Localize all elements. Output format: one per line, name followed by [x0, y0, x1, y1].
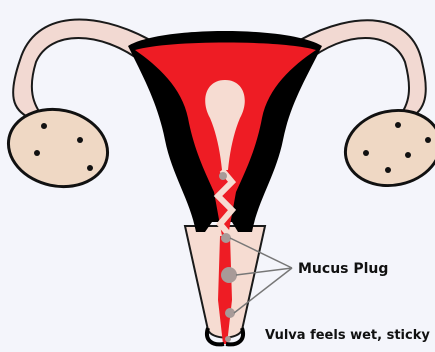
right-fallopian-tube	[300, 20, 426, 118]
mucus-plug-label: Mucus Plug	[298, 261, 388, 277]
right-ovary	[338, 102, 435, 194]
follicle	[425, 137, 431, 143]
follicle	[363, 150, 369, 156]
mucus-blob	[225, 308, 235, 318]
follicle	[405, 152, 411, 158]
follicle	[41, 123, 47, 129]
follicle	[77, 137, 83, 143]
left-ovary	[1, 100, 115, 195]
mucus-blob	[219, 172, 227, 180]
follicle	[87, 165, 93, 171]
mucus-blob	[221, 233, 231, 243]
follicle	[34, 150, 40, 156]
mucus-blob	[225, 336, 231, 342]
left-fallopian-tube	[13, 20, 150, 118]
follicle	[385, 167, 391, 173]
follicle	[395, 122, 401, 128]
vulva-label: Vulva feels wet, sticky	[265, 328, 430, 343]
mucus-blob	[221, 267, 237, 283]
